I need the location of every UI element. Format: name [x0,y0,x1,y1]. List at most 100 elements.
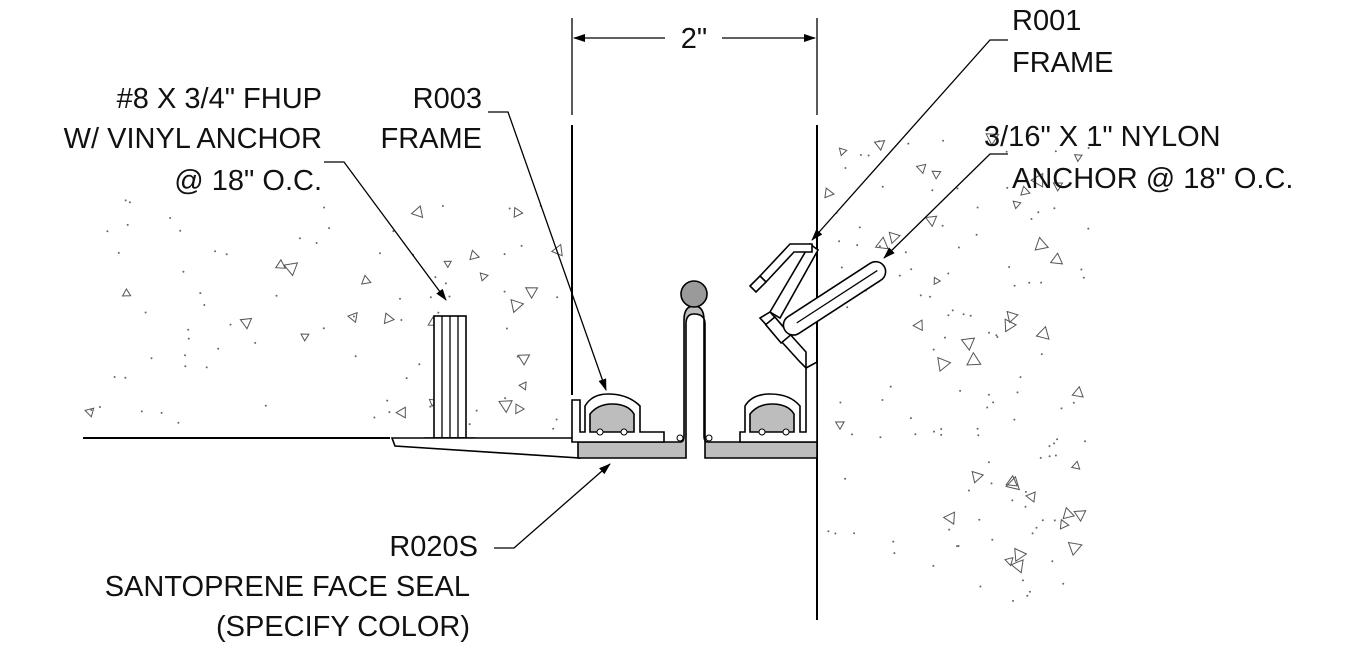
aggregate-dot [977,434,980,437]
aggregate-dot [1024,505,1027,508]
aggregate-dot [919,294,922,297]
aggregate-dot [1053,519,1056,522]
aggregate-dot [298,237,301,240]
aggregate-dot [503,253,506,256]
aggregate-dot [976,206,979,209]
aggregate-triangle [888,231,901,245]
aggregate-dot [867,154,870,157]
aggregate-triangle [1034,236,1050,251]
aggregate-triangle [1049,252,1064,265]
aggregate-dot [988,331,990,334]
aggregate-dot [951,309,954,312]
aggregate-triangle [121,288,132,297]
aggregate-dot [844,477,847,480]
aggregate-triangle [924,215,938,228]
aggregate-triangle [1071,385,1084,398]
aggregate-triangle [1010,559,1024,574]
aggregate-triangle [966,351,982,366]
aggregate-dot [117,251,120,254]
aggregate-triangle [838,147,848,157]
aggregate-dot [378,252,381,255]
aggregate-triangle [1035,325,1050,340]
label-screw: #8 X 3/4" FHUP W/ VINYL ANCHOR @ 18" O.C… [64,83,322,197]
aggregate-triangle [1062,506,1076,520]
aggregate-dot [975,233,978,236]
aggregate-dot [1041,519,1044,522]
aggregate-dot [229,323,232,326]
aggregate-triangle [1073,154,1083,163]
aggregate-dot [878,140,881,143]
aggregate-triangle [834,421,845,431]
aggregate-dot [354,355,357,358]
aggregate-dot [1040,281,1043,284]
svg-text:ANCHOR @ 18" O.C.: ANCHOR @ 18" O.C. [1012,163,1293,195]
aggregate-triangle [912,319,923,332]
label-r001: R001 FRAME [1012,5,1114,79]
aggregate-dot [1005,150,1008,153]
aggregate-dot [352,315,355,318]
aggregate-dot [1019,376,1022,379]
svg-text:#8 X 3/4" FHUP: #8 X 3/4" FHUP [117,83,322,115]
aggregate-dot [889,385,892,388]
aggregate-dot [948,528,951,531]
aggregate-triangle [479,272,489,282]
aggregate-dot [947,314,950,317]
aggregate-dot [907,142,910,145]
aggregate-dot [944,336,946,339]
aggregate-triangle [933,276,942,286]
aggregate-dot [1062,582,1065,585]
aggregate-dot [444,282,447,285]
aggregate-dot [932,564,935,567]
aggregate-dot [1022,579,1024,582]
aggregate-dot [987,393,990,396]
aggregate-dot [1054,454,1057,457]
aggregate-dot [1087,147,1090,149]
aggregate-triangle [1004,556,1014,567]
aggregate-dot [933,430,935,433]
label-nylon-anchor: 3/16" X 1" NYLON ANCHOR @ 18" O.C. [984,121,1293,195]
aggregate-triangle [395,406,406,419]
svg-text:FRAME: FRAME [381,123,483,155]
aggregate-dot [1087,227,1090,230]
screw-anchor [424,315,476,447]
aggregate-dot [203,304,206,306]
aggregate-triangle [1006,310,1019,324]
aggregate-dot [968,489,970,492]
aggregate-dot [878,245,881,248]
aggregate-triangle [524,287,539,300]
aggregate-triangle [84,407,95,418]
aggregate-dot [1048,445,1051,448]
aggregate-dot [1082,276,1085,279]
aggregate-dot [834,532,837,535]
aggregate-dot [1053,442,1056,445]
aggregate-dot [859,154,862,156]
aggregate-dot [429,405,432,408]
svg-text:R020S: R020S [389,531,478,563]
aggregate-dot [1048,455,1051,458]
aggregate-dot [400,319,403,321]
aggregate-dot [1006,186,1009,189]
aggregate-triangle [1052,182,1064,192]
svg-text:FRAME: FRAME [1012,47,1114,79]
aggregate-triangle [300,333,310,342]
aggregate-dot [106,230,109,233]
aggregate-triangle [410,205,424,219]
aggregate-dot [1037,211,1040,214]
aggregate-dot [373,416,376,419]
aggregate-triangle [915,163,927,175]
aggregate-dot [1039,456,1042,459]
aggregate-dot [990,482,993,485]
dimension-label: 2" [681,23,707,55]
aggregate-dot [881,399,884,401]
aggregate-dot [978,518,981,521]
aggregate-triangle [283,262,299,277]
aggregate-dot [853,532,856,535]
aggregate-triangle [239,317,253,330]
aggregate-dot [1028,281,1031,284]
aggregate-dot [1011,499,1014,502]
aggregate-dot [90,409,93,411]
aggregate-dot [1016,391,1019,394]
aggregate-triangle [942,511,956,525]
aggregate-dot [1026,594,1029,597]
aggregate-triangle [874,236,889,250]
